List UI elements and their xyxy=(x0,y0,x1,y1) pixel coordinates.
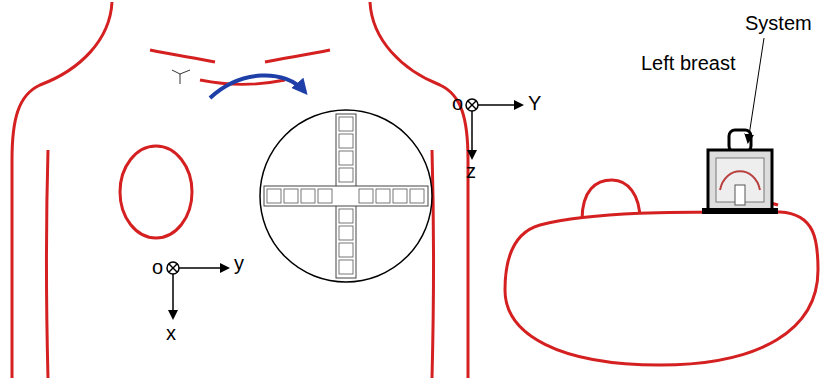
part-label: System xyxy=(745,12,812,34)
axis-label: Y xyxy=(528,92,541,114)
axis-label: y xyxy=(234,252,244,274)
axis-left xyxy=(167,262,228,318)
axis-label: x xyxy=(166,322,176,344)
rotation-arrow xyxy=(210,75,305,98)
small-axis-icon xyxy=(172,70,190,84)
axis-origin: o xyxy=(452,92,463,114)
leader-line xyxy=(748,38,764,142)
system-device xyxy=(702,130,778,214)
axis-origin: o xyxy=(152,256,163,278)
sensor-array xyxy=(260,110,432,282)
axis-right xyxy=(466,99,522,158)
part-label: Left breast xyxy=(641,52,736,74)
axis-label: z xyxy=(466,160,476,182)
torso-outline xyxy=(12,2,468,378)
